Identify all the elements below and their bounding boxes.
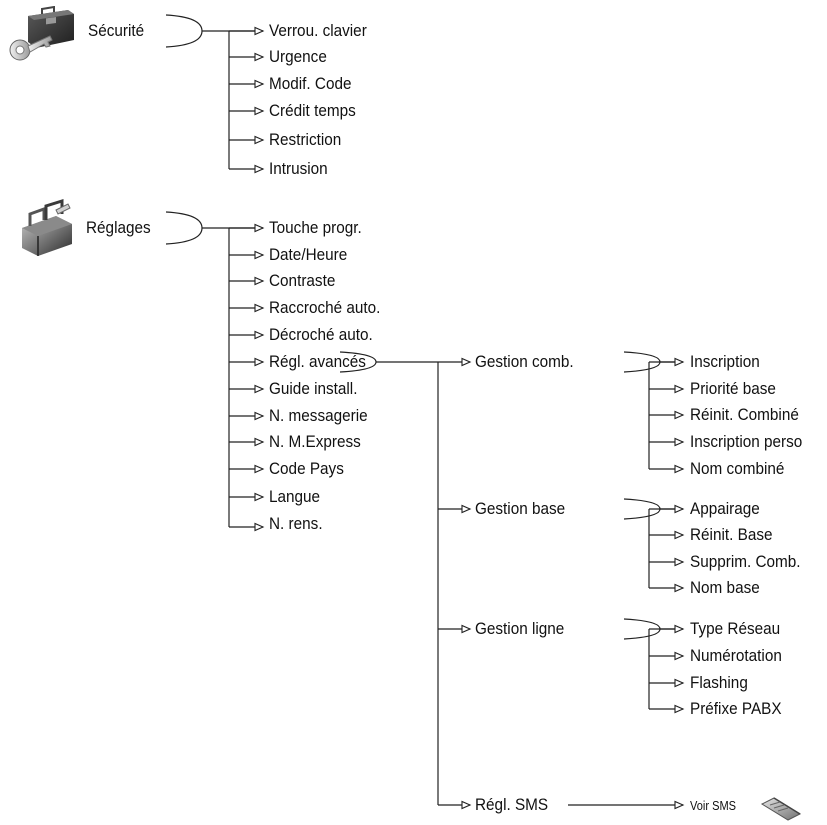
arrowhead-icon bbox=[674, 464, 685, 474]
section-title-securite: Sécurité bbox=[88, 21, 145, 40]
arrowhead-icon bbox=[674, 678, 685, 688]
sms-phone-icon bbox=[760, 797, 802, 821]
section-title-reglages: Réglages bbox=[86, 218, 151, 237]
menu-item-code-pays: Code Pays bbox=[269, 459, 344, 478]
menu-item-nom-base: Nom base bbox=[690, 578, 760, 597]
arrowhead-icon bbox=[254, 26, 265, 36]
menu-item-reinit-base: Réinit. Base bbox=[690, 525, 773, 544]
arrowhead-icon bbox=[461, 357, 472, 367]
menu-item-date-heure: Date/Heure bbox=[269, 245, 348, 264]
arrowhead-icon bbox=[674, 410, 685, 420]
arrowhead-icon bbox=[254, 330, 265, 340]
menu-item-n-messagerie: N. messagerie bbox=[269, 406, 368, 425]
menu-item-inscription: Inscription bbox=[690, 352, 760, 371]
menu-item-reinit-combine: Réinit. Combiné bbox=[690, 405, 799, 424]
menu-item-regl-avances: Régl. avancés bbox=[269, 352, 366, 371]
arrowhead-icon bbox=[254, 492, 265, 502]
menu-item-priorite-base: Priorité base bbox=[690, 379, 776, 398]
menu-item-contraste: Contraste bbox=[269, 271, 336, 290]
arrowhead-icon bbox=[674, 357, 685, 367]
arrowhead-icon bbox=[254, 464, 265, 474]
arrowhead-icon bbox=[254, 135, 265, 145]
arrowhead-icon bbox=[674, 624, 685, 634]
menu-item-modif-code: Modif. Code bbox=[269, 74, 352, 93]
menu-item-inscription-perso: Inscription perso bbox=[690, 432, 803, 451]
arrowhead-icon bbox=[254, 106, 265, 116]
menu-item-intrusion: Intrusion bbox=[269, 159, 328, 178]
arrowhead-icon bbox=[674, 504, 685, 514]
menu-item-guide-install: Guide install. bbox=[269, 379, 358, 398]
menu-item-raccroche-auto: Raccroché auto. bbox=[269, 298, 381, 317]
arrowhead-icon bbox=[674, 530, 685, 540]
group-title-gestion-ligne: Gestion ligne bbox=[475, 619, 565, 638]
menu-item-langue: Langue bbox=[269, 487, 321, 506]
menu-item-supprim-comb: Supprim. Comb. bbox=[690, 552, 801, 571]
menu-item-restriction: Restriction bbox=[269, 130, 342, 149]
menu-item-verrou-clavier: Verrou. clavier bbox=[269, 21, 367, 40]
arrowhead-icon bbox=[254, 164, 265, 174]
group-title-gestion-comb: Gestion comb. bbox=[475, 352, 574, 371]
group-bracket bbox=[165, 211, 203, 245]
menu-item-nom-combine: Nom combiné bbox=[690, 459, 785, 478]
arrowhead-icon bbox=[254, 250, 265, 260]
arrowhead-icon bbox=[254, 79, 265, 89]
menu-item-type-reseau: Type Réseau bbox=[690, 619, 781, 638]
arrowhead-icon bbox=[254, 384, 265, 394]
arrowhead-icon bbox=[674, 583, 685, 593]
arrowhead-icon bbox=[461, 504, 472, 514]
menu-item-touche-progr: Touche progr. bbox=[269, 218, 362, 237]
menu-item-voir-sms: Voir SMS bbox=[690, 798, 737, 813]
arrowhead-icon bbox=[254, 223, 265, 233]
arrowhead-icon bbox=[254, 52, 265, 62]
menu-item-flashing: Flashing bbox=[690, 673, 748, 692]
menu-item-n-rens: N. rens. bbox=[269, 514, 323, 533]
arrowhead-icon bbox=[674, 557, 685, 567]
group-title-gestion-base: Gestion base bbox=[475, 499, 566, 518]
group-bracket bbox=[165, 14, 203, 48]
arrowhead-icon bbox=[461, 624, 472, 634]
arrowhead-icon bbox=[254, 522, 265, 532]
security-briefcase-key-icon bbox=[9, 6, 74, 61]
arrowhead-icon bbox=[254, 411, 265, 421]
arrowhead-icon bbox=[674, 651, 685, 661]
menu-item-decroche-auto: Décroché auto. bbox=[269, 325, 373, 344]
menu-item-credit-temps: Crédit temps bbox=[269, 101, 356, 120]
arrowhead-icon bbox=[674, 437, 685, 447]
group-title-regl-sms: Régl. SMS bbox=[475, 795, 549, 814]
arrowhead-icon bbox=[674, 384, 685, 394]
menu-item-numerotation: Numérotation bbox=[690, 646, 782, 665]
arrowhead-icon bbox=[254, 276, 265, 286]
arrowhead-icon bbox=[674, 800, 685, 810]
settings-toolbox-icon bbox=[22, 198, 72, 256]
arrowhead-icon bbox=[254, 303, 265, 313]
menu-item-prefixe-pabx: Préfixe PABX bbox=[690, 699, 782, 718]
arrowhead-icon bbox=[254, 437, 265, 447]
arrowhead-icon bbox=[461, 800, 472, 810]
menu-item-n-m-express: N. M.Express bbox=[269, 432, 361, 451]
arrowhead-icon bbox=[254, 357, 265, 367]
menu-item-urgence: Urgence bbox=[269, 47, 327, 66]
menu-item-appairage: Appairage bbox=[690, 499, 760, 518]
arrowhead-icon bbox=[674, 704, 685, 714]
